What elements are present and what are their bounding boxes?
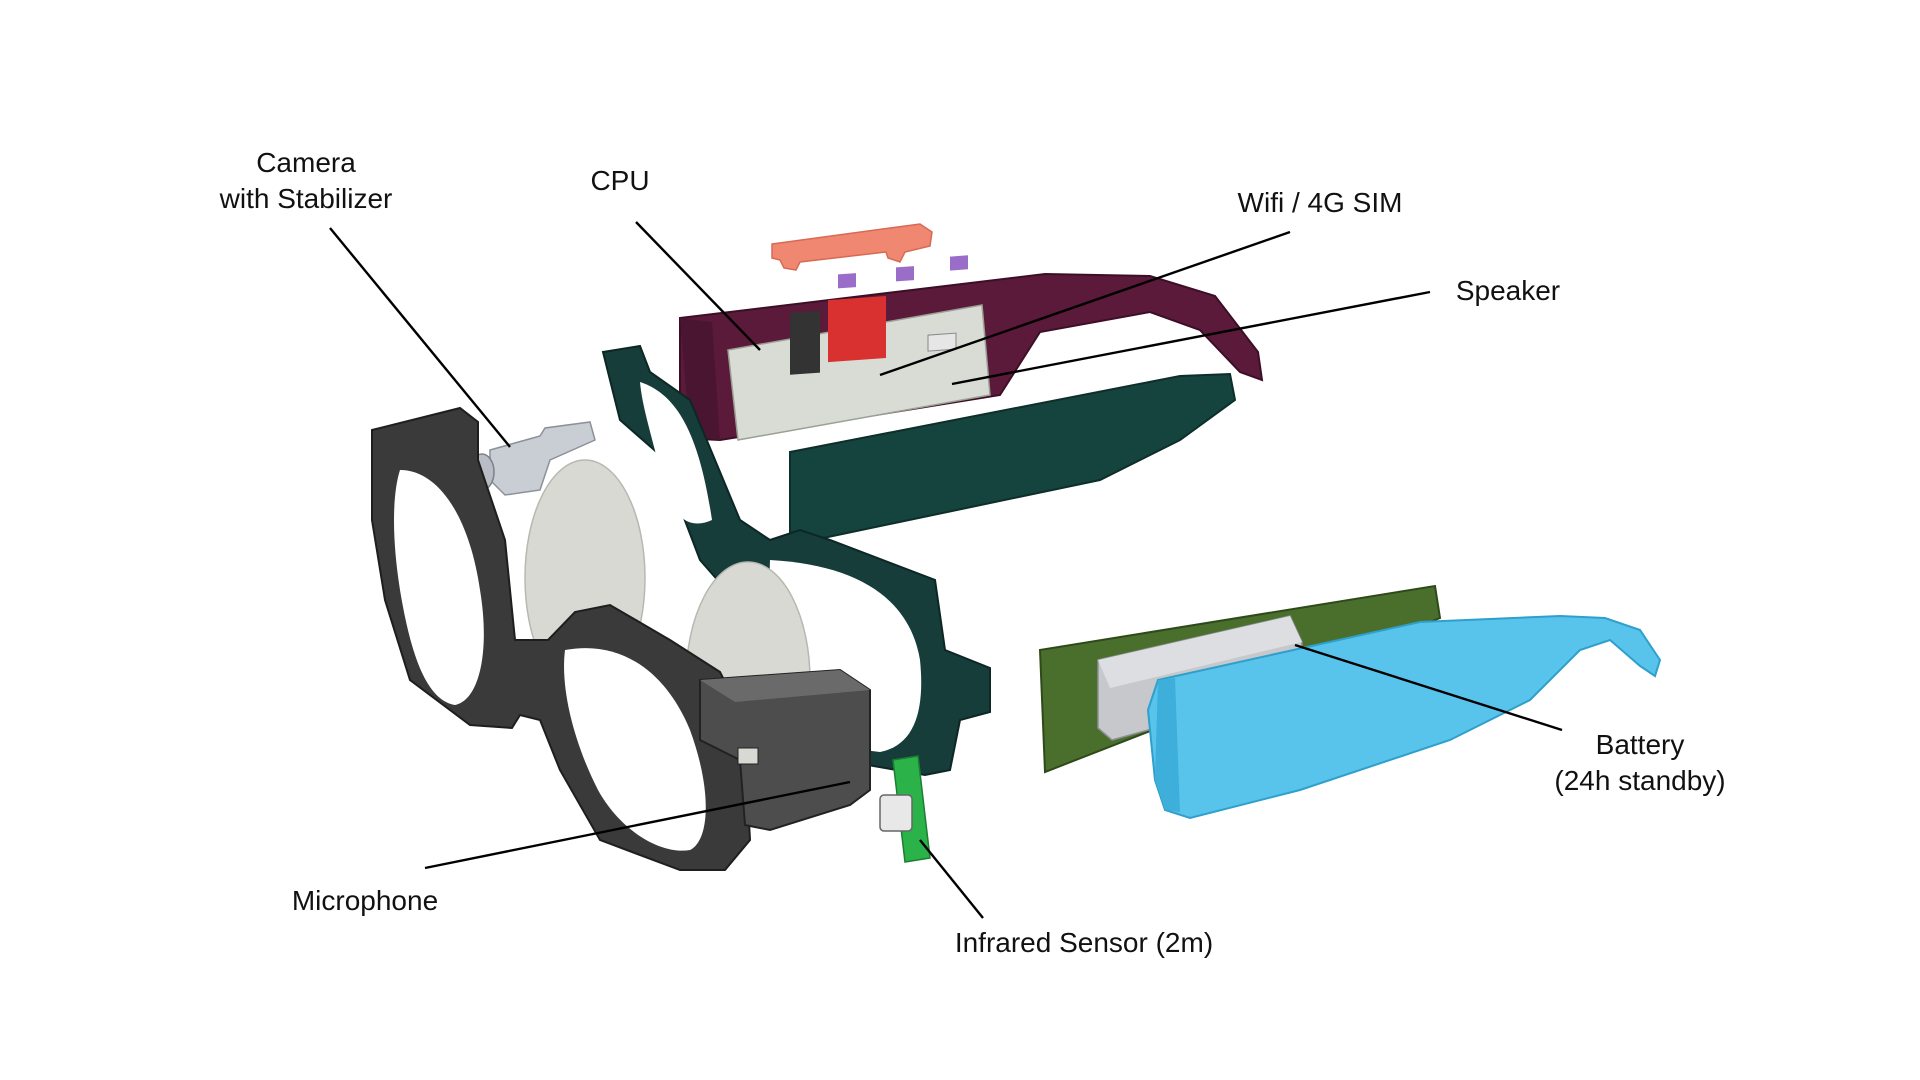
label-speaker: Speaker — [1456, 275, 1560, 306]
leader-microphone — [424, 780, 851, 870]
temple-inner-plate — [789, 372, 1237, 547]
leader-infrared — [919, 839, 984, 919]
label-camera-line1: Camera — [256, 147, 356, 178]
microphone-port — [737, 747, 759, 765]
labels: Camera with Stabilizer CPU Wifi / 4G SIM… — [219, 147, 1726, 958]
front-frame — [371, 406, 752, 871]
leader-battery — [1294, 643, 1563, 732]
leader-camera — [329, 227, 511, 448]
cpu-circuit-board — [727, 255, 991, 441]
label-camera-line2: with Stabilizer — [219, 183, 393, 214]
label-microphone: Microphone — [292, 885, 438, 916]
leader-lines — [329, 221, 1563, 919]
battery-cover-temple — [1146, 614, 1662, 820]
label-wifi: Wifi / 4G SIM — [1238, 187, 1403, 218]
leader-wifi — [879, 230, 1291, 377]
board-component-1 — [838, 273, 856, 289]
leader-speaker — [951, 290, 1431, 386]
board-component-3 — [950, 255, 968, 271]
infrared-sensor — [879, 794, 913, 832]
board-component-2 — [896, 266, 914, 282]
infrared-sensor-board — [879, 755, 931, 863]
label-battery-line2: (24h standby) — [1554, 765, 1725, 796]
leader-cpu — [635, 221, 761, 351]
label-battery-line1: Battery — [1596, 729, 1685, 760]
microphone-housing — [699, 668, 871, 832]
speaker-module — [927, 332, 957, 352]
sim-connector — [790, 310, 820, 375]
button-part — [771, 223, 933, 271]
label-infrared: Infrared Sensor (2m) — [955, 927, 1213, 958]
label-cpu: CPU — [590, 165, 649, 196]
cpu-chip — [828, 296, 886, 363]
